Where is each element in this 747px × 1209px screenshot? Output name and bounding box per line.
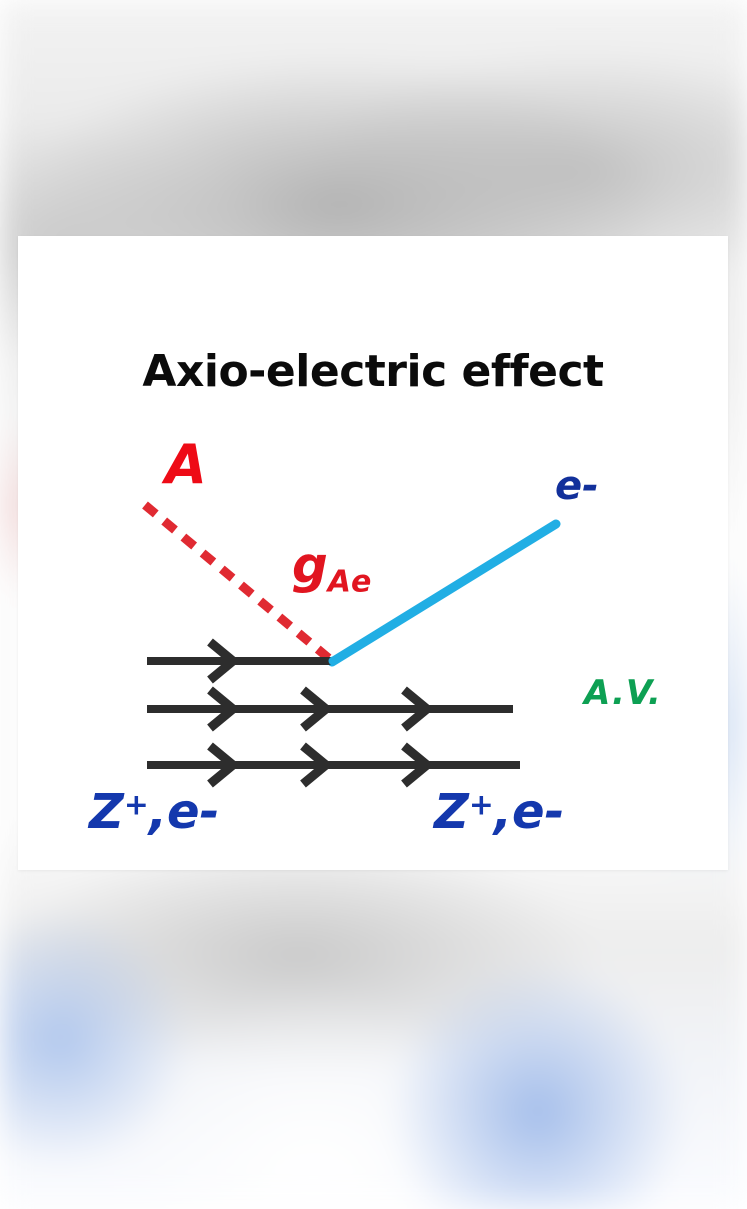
target-in-rest: ,e-: [148, 784, 220, 840]
target-in-superscript: +: [123, 787, 149, 823]
coupling-symbol: g: [292, 536, 328, 594]
outgoing-electron-line: [327, 519, 561, 667]
outgoing-electron-label: e-: [555, 463, 599, 509]
feynman-diagram: .fline { stroke:#2d2d2d; stroke-width:8;…: [142, 501, 561, 788]
fermion-line-3: [147, 742, 520, 788]
coupling-label: gAe: [292, 540, 371, 598]
target-out-symbol: Z: [434, 784, 469, 840]
diagram-card: Axio-electric effect .fline { stroke:#2d…: [18, 236, 728, 870]
target-in-symbol: Z: [89, 784, 124, 840]
axion-label: A: [165, 433, 207, 496]
fermion-line-1: [147, 638, 335, 684]
axion-dashed-line: [142, 501, 335, 665]
fermion-line-2: [147, 686, 513, 732]
target-out-rest: ,e-: [493, 784, 565, 840]
detector-label: A.V.: [584, 673, 662, 713]
interaction-vertex: [328, 656, 338, 666]
target-in-label: Z+,e-: [89, 788, 219, 836]
target-out-label: Z+,e-: [434, 788, 564, 836]
page-title: Axio-electric effect: [142, 346, 604, 397]
target-out-superscript: +: [468, 787, 494, 823]
coupling-subscript: Ae: [327, 564, 372, 600]
